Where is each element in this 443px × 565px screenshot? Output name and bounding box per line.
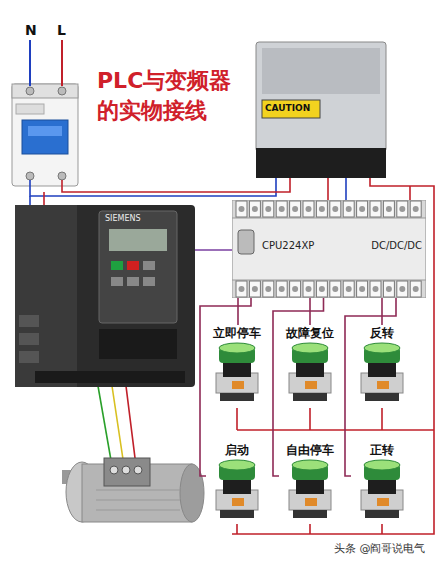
plc-text-row: CPU224XP DC/DC/DC: [262, 240, 422, 251]
frequency-inverter: SIEMENS: [15, 205, 195, 387]
brand-name: SIEMENS: [105, 214, 141, 223]
button-label: 反转: [351, 325, 413, 341]
button-label: 故障复位: [279, 325, 341, 341]
push-button: [279, 458, 341, 520]
text-label: L: [57, 22, 66, 38]
push-button: [279, 341, 341, 403]
button-label: 启动: [206, 442, 268, 458]
wire: [237, 298, 239, 325]
text-label: 头条 @阎哥说电气: [332, 541, 428, 556]
push-button-unit: 启动: [206, 442, 268, 524]
push-button: [351, 341, 413, 403]
button-label: 自由停车: [279, 442, 341, 458]
push-button: [206, 341, 268, 403]
circuit-breaker: [12, 40, 78, 186]
power-supply: [256, 42, 386, 178]
button-label: 立即停车: [206, 325, 268, 341]
push-button-unit: 立即停车: [206, 325, 268, 407]
text-label: N: [25, 22, 37, 38]
push-button: [351, 458, 413, 520]
wire: [381, 298, 383, 325]
text-label: CAUTION: [265, 103, 310, 113]
model-name: CPU224XP: [262, 240, 314, 251]
inverter-body: [15, 205, 195, 387]
wire: [195, 249, 232, 251]
push-button-unit: 正转: [351, 442, 413, 524]
push-button-unit: 故障复位: [279, 325, 341, 407]
title: PLC与变频器的实物接线: [97, 66, 237, 126]
plc-module: CPU224XP DC/DC/DC: [232, 200, 426, 298]
push-button-unit: 自由停车: [279, 442, 341, 524]
motor: [62, 458, 204, 522]
push-button: [206, 458, 268, 520]
button-label: 正转: [351, 442, 413, 458]
push-button-unit: 反转: [351, 325, 413, 407]
model-name: DC/DC/DC: [371, 240, 422, 251]
